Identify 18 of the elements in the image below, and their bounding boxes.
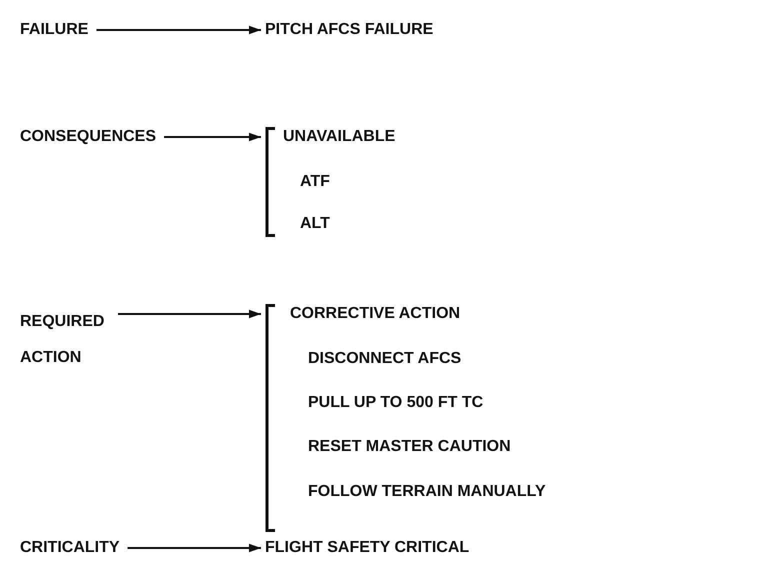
text-label: FLIGHT SAFETY CRITICAL <box>265 538 470 558</box>
text-label: PITCH AFCS FAILURE <box>265 20 434 40</box>
text-label: FAILURE <box>20 20 88 40</box>
list-item: ATF <box>300 172 330 192</box>
list-item: RESET MASTER CAUTION <box>308 437 511 457</box>
list-item: DISCONNECT AFCS <box>308 349 462 369</box>
text-label: CRITICALITY <box>20 538 120 558</box>
arrow <box>118 310 261 318</box>
list-item: FOLLOW TERRAIN MANUALLY <box>308 482 546 502</box>
arrow <box>96 26 261 34</box>
arrow <box>164 132 261 142</box>
list-item: PULL UP TO 500 FT TC <box>308 393 484 413</box>
list-item: ALT <box>300 214 330 234</box>
list-heading: UNAVAILABLE <box>283 127 396 147</box>
list-heading: CORRECTIVE ACTION <box>290 304 460 324</box>
arrow <box>128 544 261 552</box>
text-label: REQUIRED ACTION <box>20 304 110 376</box>
text-label: CONSEQUENCES <box>20 127 156 147</box>
